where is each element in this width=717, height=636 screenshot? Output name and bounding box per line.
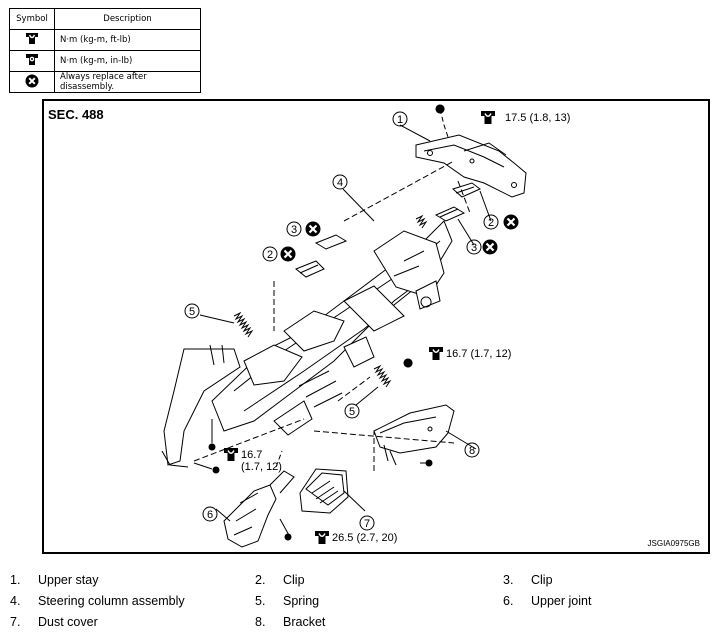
callout-3: 3: [291, 224, 297, 236]
legend-header-symbol: Symbol: [9, 8, 55, 30]
torque-spec-line-1: 16.7: [241, 449, 263, 461]
callout-5: 5: [189, 306, 195, 318]
part-name: Clip: [283, 573, 305, 587]
part-number: 4.: [10, 594, 21, 608]
legend-text: N·m (kg-m, ft-lb): [54, 29, 201, 51]
part-number: 3.: [503, 573, 514, 587]
part-name: Upper stay: [38, 573, 99, 587]
spring-part: [233, 214, 428, 388]
callout-markers: 1 4 2 3 3 2 5 5 8 6 7: [184, 111, 520, 531]
steering-column-drawing: 1 4 2 3 3 2 5 5 8 6 7: [161, 104, 527, 548]
replace-icon: [25, 74, 39, 87]
part-number: 1.: [10, 573, 21, 587]
upper-stay-part: [415, 104, 527, 198]
pedal-bracket-outline: [161, 344, 241, 468]
bolt-parts: [193, 358, 433, 541]
assembly-guide-lines: [193, 160, 471, 471]
part-number: 8.: [255, 615, 266, 629]
part-number: 6.: [503, 594, 514, 608]
callout-2: 2: [267, 249, 273, 261]
callout-7: 7: [364, 518, 370, 530]
torque-spec-upper-joint: 26.5 (2.7, 20): [332, 532, 398, 544]
bracket-part: [373, 404, 455, 466]
torque-spec-bracket-nut: 16.7 (1.7, 12): [446, 348, 512, 360]
legend-text: N·m (kg-m, in-lb): [54, 50, 201, 72]
callout-5: 5: [349, 406, 355, 418]
part-name: Spring: [283, 594, 320, 608]
torque-spec-line-2: (1.7, 12): [241, 461, 282, 473]
part-name: Dust cover: [38, 615, 98, 629]
legend-text: Always replace after disassembly.: [54, 71, 201, 93]
callout-1: 1: [397, 114, 403, 126]
callout-8: 8: [469, 445, 475, 457]
torque-wrench-icon: [26, 33, 38, 44]
part-name: Clip: [531, 573, 553, 587]
figure-id: JSGIA0975GB: [647, 539, 700, 548]
torque-wrench-inlb-icon: [26, 54, 38, 65]
torque-spec-pedal-bolt: 16.7 (1.7, 12): [241, 449, 282, 473]
callout-3: 3: [471, 242, 477, 254]
part-name: Steering column assembly: [38, 594, 185, 608]
part-name: Upper joint: [531, 594, 592, 608]
legend-row: N·m (kg-m, ft-lb): [9, 29, 201, 51]
callout-2: 2: [488, 217, 494, 229]
steering-column-part: [211, 220, 453, 436]
symbol-legend-table: Symbol Description N·m (kg-m, ft-lb) N·m…: [9, 8, 201, 93]
part-number: 5.: [255, 594, 266, 608]
clip-part: [295, 182, 481, 278]
legend-header-row: Symbol Description: [9, 8, 201, 30]
part-name: Bracket: [283, 615, 326, 629]
upper-joint-part: [223, 450, 295, 548]
dust-cover-part: [299, 468, 349, 514]
legend-row: N·m (kg-m, in-lb): [9, 50, 201, 72]
legend-header-description: Description: [54, 8, 201, 30]
torque-spec-upper-stay: 17.5 (1.8, 13): [505, 112, 571, 124]
part-number: 2.: [255, 573, 266, 587]
part-number: 7.: [10, 615, 21, 629]
callout-6: 6: [207, 509, 213, 521]
exploded-view-diagram: SEC. 488: [42, 99, 710, 554]
section-label: SEC. 488: [48, 107, 104, 122]
legend-row: Always replace after disassembly.: [9, 71, 201, 93]
callout-4: 4: [337, 177, 343, 189]
